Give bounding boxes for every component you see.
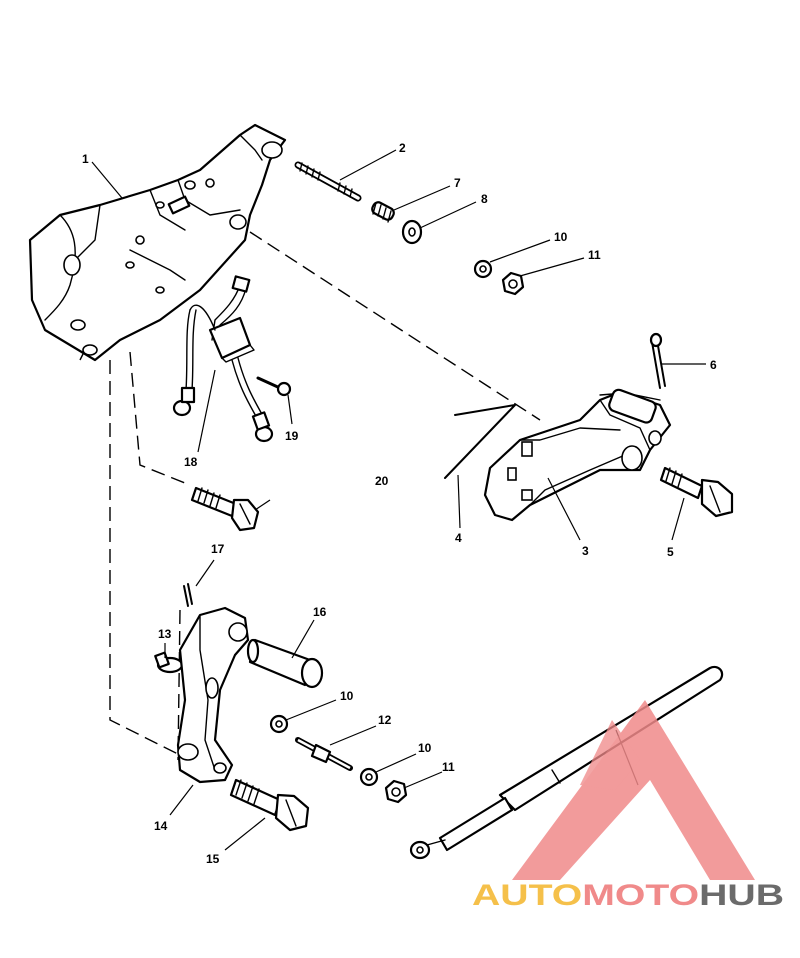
watermark-part-2: MOTO	[582, 879, 699, 912]
callout-4: 4	[455, 531, 462, 545]
watermark-logo	[512, 700, 755, 880]
callout-5: 5	[667, 545, 674, 559]
callout-17: 17	[211, 542, 225, 556]
callout-14: 14	[154, 819, 168, 833]
washer-upper	[473, 259, 493, 279]
callout-labels: 1 2 7 8 10 11 6 19 18 20 4 3 5 17 16 13 …	[82, 141, 717, 866]
callout-1: 1	[82, 152, 89, 166]
callout-20: 20	[375, 474, 389, 488]
stud-small	[295, 737, 353, 771]
callout-10-upper: 10	[554, 230, 568, 244]
pivot-pin	[246, 638, 324, 689]
callout-3: 3	[582, 544, 589, 558]
callout-12: 12	[378, 713, 392, 727]
link-arm	[176, 606, 250, 784]
washer-lower	[359, 767, 379, 787]
callout-16: 16	[313, 605, 327, 619]
callout-19: 19	[285, 429, 299, 443]
callout-13: 13	[158, 627, 172, 641]
callout-6: 6	[710, 358, 717, 372]
nut-lower	[384, 779, 408, 804]
callout-10-middle: 10	[340, 689, 354, 703]
bolt-left	[190, 486, 260, 532]
callout-18: 18	[184, 455, 198, 469]
main-bracket	[28, 123, 287, 362]
neutral-switch	[172, 275, 274, 443]
callout-11-lower: 11	[442, 760, 455, 774]
washer-large	[401, 219, 423, 245]
shoulder-bolt-lower	[229, 778, 310, 832]
switch-screw	[256, 376, 292, 397]
nut-upper	[501, 271, 525, 296]
shoulder-bolt-upper	[659, 466, 734, 518]
cotter-pin-upper	[649, 332, 666, 389]
callout-11-upper: 11	[588, 248, 601, 262]
callout-10-lower: 10	[418, 741, 432, 755]
callout-7: 7	[454, 176, 461, 190]
washer-middle	[269, 714, 289, 734]
callout-8: 8	[481, 192, 488, 206]
cotter-pin-lower	[183, 583, 193, 607]
shift-lever	[483, 388, 672, 522]
watermark-part-3: HUB	[699, 879, 784, 912]
watermark-part-1: AUTO	[472, 879, 582, 912]
clip-pin	[154, 651, 184, 674]
callout-2: 2	[399, 141, 406, 155]
shift-cable-end	[444, 404, 516, 479]
spring	[371, 201, 395, 223]
callout-15: 15	[206, 852, 220, 866]
stud-bolt	[294, 161, 362, 202]
